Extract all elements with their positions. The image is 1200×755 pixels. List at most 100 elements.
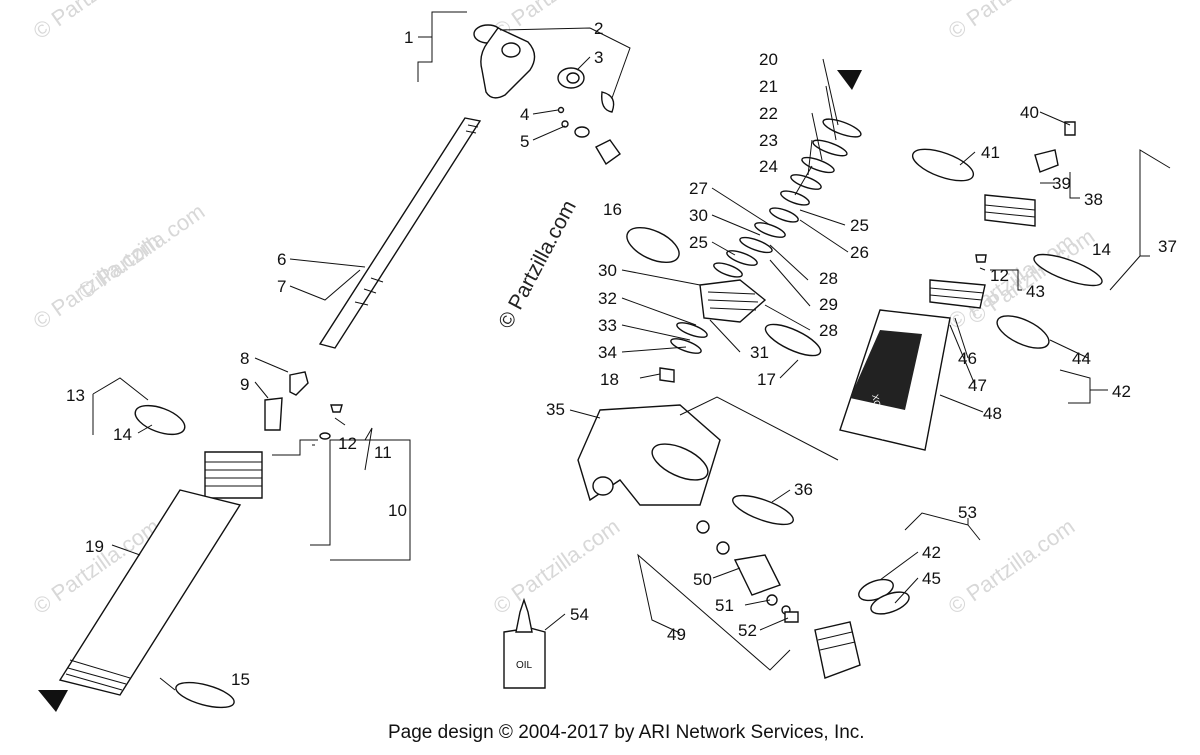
callout-12b: 12: [990, 266, 1009, 285]
valve-core: [1034, 149, 1059, 173]
watermark: © Partzilla.com: [944, 0, 1080, 44]
watermark: © Partzilla.com: [29, 0, 165, 44]
adjuster-grooves: [817, 631, 856, 651]
o-ring: [134, 404, 186, 436]
piston-grooves: [929, 287, 985, 301]
compression-adjuster: [814, 621, 861, 679]
callout-42: 42: [1112, 382, 1131, 401]
rod-end-eyelet: [480, 27, 536, 99]
snap-ring: [911, 148, 975, 182]
callout-24: 24: [759, 157, 778, 176]
callout-30: 30: [689, 206, 708, 225]
callout-25b: 25: [689, 233, 708, 252]
body-threads: [65, 659, 131, 691]
reservoir-port: [651, 443, 709, 481]
callout-23: 23: [759, 131, 778, 150]
seal-head: [204, 451, 263, 499]
watermark: © Partzilla.com: [489, 514, 625, 620]
callout-40: 40: [1020, 103, 1039, 122]
callout-1: 1: [404, 28, 413, 47]
watermark: © Partzilla.com: [74, 199, 210, 305]
callout-39: 39: [1052, 174, 1071, 193]
callout-30b: 30: [598, 261, 617, 280]
callout-29: 29: [819, 295, 838, 314]
callout-6: 6: [277, 250, 286, 269]
shim: [670, 338, 702, 354]
callout-46: 46: [958, 349, 977, 368]
shim: [676, 322, 708, 338]
callout-26: 26: [850, 243, 869, 262]
piston-ports: [707, 291, 759, 311]
nut: [784, 611, 799, 623]
seal: [561, 120, 569, 128]
body-cap-clevis: [577, 404, 721, 506]
callout-47: 47: [968, 376, 987, 395]
oil-bottle: [503, 627, 546, 689]
callout-54: 54: [570, 605, 589, 624]
callout-9: 9: [240, 375, 249, 394]
piston-band: [764, 323, 822, 357]
valve-cap: [1064, 121, 1076, 136]
callout-51: 51: [715, 596, 734, 615]
orientation-arrow: [38, 690, 68, 712]
shaft-grooves: [354, 124, 479, 306]
callout-43: 43: [1026, 282, 1045, 301]
callout-5: 5: [520, 132, 529, 151]
o-ring-small: [319, 432, 331, 440]
callout-38: 38: [1084, 190, 1103, 209]
callout-15: 15: [231, 670, 250, 689]
callout-14b: 14: [1092, 240, 1111, 259]
nut: [659, 367, 675, 383]
shaft: [318, 117, 482, 349]
callout-12: 12: [338, 434, 357, 453]
callout-52: 52: [738, 621, 757, 640]
o-ring: [1033, 253, 1103, 287]
callout-19: 19: [85, 537, 104, 556]
callout-20: 20: [759, 50, 778, 69]
screw: [696, 520, 710, 534]
leader-lines: [92, 11, 1171, 691]
spacer: [264, 397, 283, 431]
callout-21: 21: [759, 77, 778, 96]
callout-4: 4: [520, 105, 529, 124]
eyelet-bore: [501, 42, 521, 58]
bumper: [626, 226, 680, 264]
callout-33: 33: [598, 316, 617, 335]
callout-41: 41: [981, 143, 1000, 162]
callout-numbers: 1 2 3 4 5 6 7 8 9 10 11 12 12 13 14 14 1…: [66, 19, 1177, 689]
middle-valving: OIL: [503, 70, 862, 689]
o-ring: [175, 681, 235, 709]
callout-18: 18: [600, 370, 619, 389]
bearing-bore: [566, 72, 580, 84]
callout-32: 32: [598, 289, 617, 308]
callout-16: 16: [603, 200, 622, 219]
snap-ring: [601, 91, 615, 113]
callout-36: 36: [794, 480, 813, 499]
callout-31: 31: [750, 343, 769, 362]
callout-44: 44: [1072, 349, 1091, 368]
callout-3: 3: [594, 48, 603, 67]
callout-27: 27: [689, 179, 708, 198]
callout-50: 50: [693, 570, 712, 589]
callout-11: 11: [374, 443, 392, 462]
screw: [975, 254, 987, 263]
seal-head-grooves: [205, 461, 262, 487]
washer: [766, 594, 778, 606]
orientation-arrow: [837, 70, 862, 90]
bottle-nozzle: [515, 597, 533, 633]
right-reservoir: XOHS OE3: [814, 121, 1103, 679]
copyright-footer: Page design © 2004-2017 by ARI Network S…: [388, 722, 865, 743]
callout-2: 2: [594, 19, 603, 38]
ball: [557, 106, 565, 114]
callout-49: 49: [667, 625, 686, 644]
seal: [996, 315, 1050, 349]
watermark: © Partzilla.com: [944, 514, 1080, 620]
adjuster-knob: [733, 554, 781, 596]
leader-line: [679, 396, 839, 461]
left-shock-body: [38, 24, 621, 712]
oil-label: OIL: [516, 660, 533, 671]
callout-17: 17: [757, 370, 776, 389]
watermark: © Partzilla.com: [494, 197, 581, 333]
